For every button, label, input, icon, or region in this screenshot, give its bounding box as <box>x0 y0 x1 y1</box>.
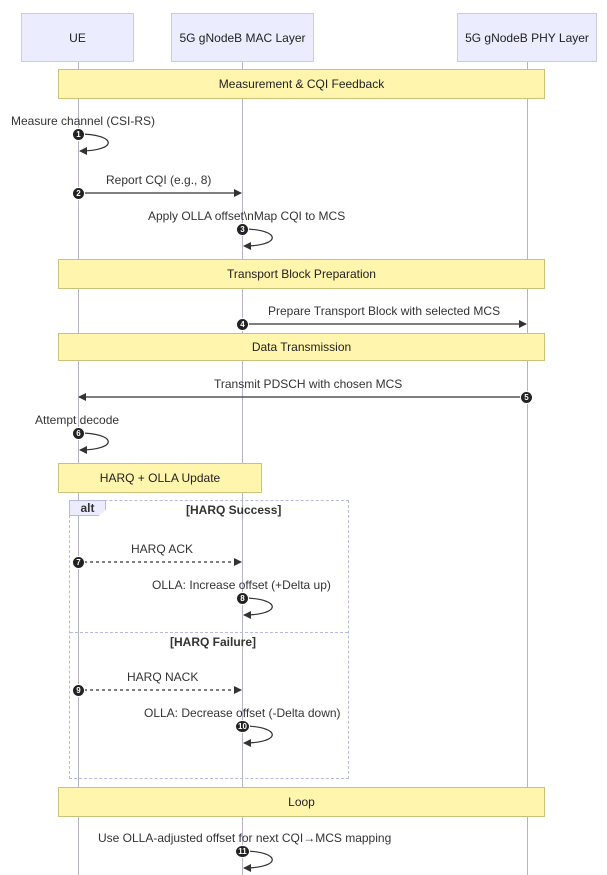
arrow-1 <box>77 133 109 155</box>
message-label-11: Use OLLA-adjusted offset for next CQI→MC… <box>98 831 392 845</box>
message-label-1: Measure channel (CSI-RS) <box>11 114 156 128</box>
sequence-badge-1: 1 <box>72 128 85 141</box>
message-label-2: Report CQI (e.g., 8) <box>106 173 212 187</box>
note-loop-label: Loop <box>288 795 315 809</box>
sequence-badge-4: 4 <box>236 318 249 331</box>
sequence-badge-3: 3 <box>236 223 249 236</box>
alt-condition-success: [HARQ Success] <box>186 503 282 517</box>
sequence-badge-11: 11 <box>235 845 250 858</box>
sequence-badge-6: 6 <box>72 427 85 440</box>
message-label-8: OLLA: Increase offset (+Delta up) <box>152 578 331 592</box>
note-measurement-label: Measurement & CQI Feedback <box>218 77 385 91</box>
sequence-badge-7: 7 <box>72 556 85 569</box>
message-label-3: Apply OLLA offset\nMap CQI to MCS <box>148 209 346 223</box>
message-label-5: Transmit PDSCH with chosen MCS <box>214 377 403 391</box>
note-loop: Loop <box>58 787 545 817</box>
message-label-7: HARQ ACK <box>131 542 194 556</box>
message-label-6: Attempt decode <box>35 413 120 427</box>
note-transport: Transport Block Preparation <box>58 259 545 289</box>
alt-fragment: alt <box>69 500 349 779</box>
note-harq-label: HARQ + OLLA Update <box>99 471 221 485</box>
sequence-badge-5: 5 <box>520 391 533 404</box>
arrow-11 <box>241 850 273 872</box>
sequence-badge-9: 9 <box>72 684 85 697</box>
alt-tag: alt <box>69 500 106 516</box>
actor-ue: UE <box>21 13 134 62</box>
lifeline-phy <box>527 62 528 875</box>
note-data-transmission: Data Transmission <box>58 333 545 361</box>
arrow-3 <box>241 228 273 250</box>
note-transport-label: Transport Block Preparation <box>227 267 376 281</box>
note-harq-olla: HARQ + OLLA Update <box>58 463 262 493</box>
message-label-9: HARQ NACK <box>127 670 199 684</box>
message-label-10: OLLA: Decrease offset (-Delta down) <box>144 706 341 720</box>
note-measurement: Measurement & CQI Feedback <box>58 69 545 99</box>
alt-separator <box>70 632 348 633</box>
message-label-4: Prepare Transport Block with selected MC… <box>268 304 501 318</box>
actor-mac-layer: 5G gNodeB MAC Layer <box>171 13 314 62</box>
actor-mac-label: 5G gNodeB MAC Layer <box>179 30 306 45</box>
arrow-10 <box>241 725 273 747</box>
alt-condition-failure: [HARQ Failure] <box>170 635 257 649</box>
sequence-badge-10: 10 <box>235 720 250 733</box>
actor-phy-layer: 5G gNodeB PHY Layer <box>457 13 597 62</box>
actor-ue-label: UE <box>69 30 86 45</box>
actor-phy-label: 5G gNodeB PHY Layer <box>465 30 589 45</box>
sequence-badge-2: 2 <box>72 187 85 200</box>
arrow-6 <box>77 432 109 454</box>
arrow-8 <box>241 597 273 619</box>
note-data-tx-label: Data Transmission <box>251 340 352 354</box>
sequence-badge-8: 8 <box>236 592 249 605</box>
